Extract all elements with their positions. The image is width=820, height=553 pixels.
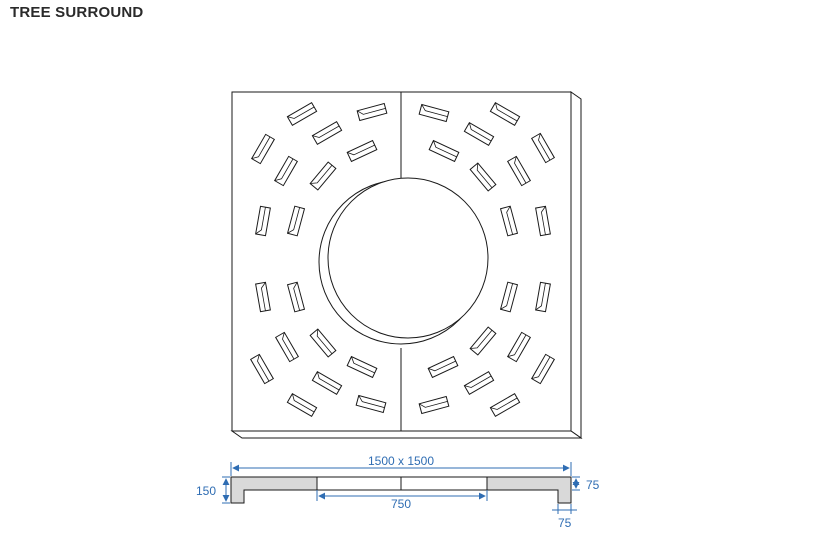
- drainage-slot: [356, 102, 388, 122]
- drainage-slot: [355, 394, 387, 414]
- drainage-slot: [286, 392, 318, 418]
- drainage-slot: [309, 328, 337, 358]
- drainage-slot: [463, 370, 495, 396]
- drainage-slot: [274, 331, 300, 363]
- drainage-slot: [469, 326, 497, 356]
- drainage-slot: [418, 395, 450, 415]
- step-width-dimension-label: 75: [558, 516, 572, 530]
- plan-view: [230, 91, 583, 439]
- drainage-slot: [506, 331, 532, 363]
- drainage-slot: [499, 205, 519, 237]
- drainage-slot: [309, 161, 337, 191]
- plan-bottom-edge: [230, 430, 583, 439]
- opening-dimension-label: 750: [391, 497, 411, 511]
- section-right: [486, 476, 572, 504]
- drainage-slot: [535, 205, 551, 237]
- drainage-slot: [418, 103, 450, 123]
- drainage-slot: [530, 353, 556, 385]
- drainage-slot: [255, 281, 271, 313]
- section-center-right: [400, 476, 488, 491]
- section-view: [230, 476, 572, 504]
- drainage-slot: [428, 139, 460, 163]
- drainage-slot: [506, 155, 532, 187]
- drainage-slot: [286, 281, 306, 313]
- drainage-slot: [249, 353, 275, 385]
- drainage-slot: [463, 121, 495, 147]
- section-center-left: [316, 476, 402, 491]
- drainage-slot: [255, 205, 271, 237]
- drainage-slot: [311, 370, 343, 396]
- step-height-dimension-label: 75: [586, 478, 600, 492]
- drainage-slot: [489, 101, 521, 127]
- plan-right-edge: [570, 91, 582, 439]
- section-left: [230, 476, 318, 504]
- drainage-slot: [346, 139, 378, 163]
- drainage-slot: [499, 281, 519, 313]
- drainage-slot: [535, 281, 551, 313]
- drainage-slots: [249, 101, 556, 418]
- drainage-slot: [286, 101, 318, 127]
- drainage-slot: [273, 155, 299, 187]
- drainage-slot: [250, 133, 276, 165]
- dimension-lines: [222, 462, 580, 514]
- drainage-slot: [469, 162, 497, 192]
- depth-dimension-label: 150: [196, 484, 216, 498]
- drawing-title: TREE SURROUND: [10, 4, 144, 21]
- drainage-slot: [286, 205, 306, 237]
- drainage-slot: [489, 392, 521, 418]
- drainage-slot: [427, 355, 459, 379]
- overall-dimension-label: 1500 x 1500: [368, 454, 434, 468]
- drainage-slot: [311, 120, 343, 146]
- drainage-slot: [530, 132, 556, 164]
- tree-opening: [327, 177, 489, 339]
- drainage-slot: [346, 355, 378, 379]
